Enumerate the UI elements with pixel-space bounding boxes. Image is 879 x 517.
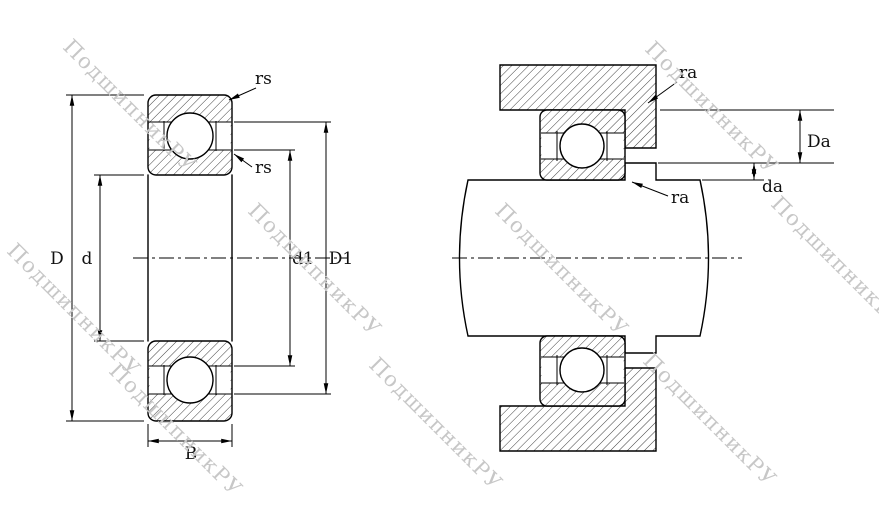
dimension-da: da	[702, 162, 783, 197]
dim-label-bore-diameter: d	[82, 249, 93, 269]
cross-section-view: D d d1 D1 B	[50, 69, 353, 464]
mounting-view: ra ra Da da	[452, 63, 834, 452]
bearing-section-bottom	[147, 340, 233, 422]
watermark-text: ПодшипникРУ	[638, 349, 781, 492]
fillet-label-ra-housing: ra	[679, 63, 697, 83]
callout-ra-housing: ra	[647, 63, 697, 104]
ball	[559, 123, 605, 169]
bearing-section-top	[539, 109, 626, 181]
leader-line	[631, 181, 669, 197]
watermarks: ПодшипникРУ ПодшипникРУ ПодшипникРУ Подш…	[2, 35, 879, 502]
callout-rs-inner: rs	[233, 153, 272, 178]
dim-label-width: B	[185, 444, 198, 464]
dimension-d1: d1	[234, 149, 314, 367]
chamfer-label-rs-outer: rs	[255, 69, 272, 89]
leader-line	[228, 87, 257, 101]
fillet-label-ra-shaft: ra	[671, 188, 689, 208]
ball	[559, 347, 605, 393]
watermark-text: ПодшипникРУ	[364, 353, 507, 496]
dim-label-outer-diameter: D	[50, 249, 64, 269]
bearing-section-bottom	[539, 335, 626, 407]
leader-line	[647, 81, 678, 104]
watermark-text: ПодшипникРУ	[243, 199, 386, 342]
ball	[166, 356, 214, 404]
dimension-d: d	[82, 174, 144, 342]
dim-label-D1: D1	[329, 249, 353, 269]
callout-rs-outer: rs	[228, 69, 272, 101]
leader-line	[233, 153, 253, 168]
dim-label-d1: d1	[292, 249, 314, 269]
dimension-D1: D1	[234, 121, 353, 395]
dimension-B: B	[147, 424, 233, 464]
watermark-text: ПодшипникРУ	[766, 192, 879, 335]
dim-label-da: da	[762, 177, 783, 197]
callout-ra-shaft: ra	[631, 181, 689, 208]
dimension-D: D	[50, 94, 144, 422]
dim-label-Da: Da	[807, 132, 831, 152]
bearing-section-top	[147, 94, 233, 176]
dimension-Da: Da	[658, 109, 834, 164]
watermark-text: ПодшипникРУ	[640, 37, 783, 180]
ball	[166, 112, 214, 160]
chamfer-label-rs-inner: rs	[255, 158, 272, 178]
